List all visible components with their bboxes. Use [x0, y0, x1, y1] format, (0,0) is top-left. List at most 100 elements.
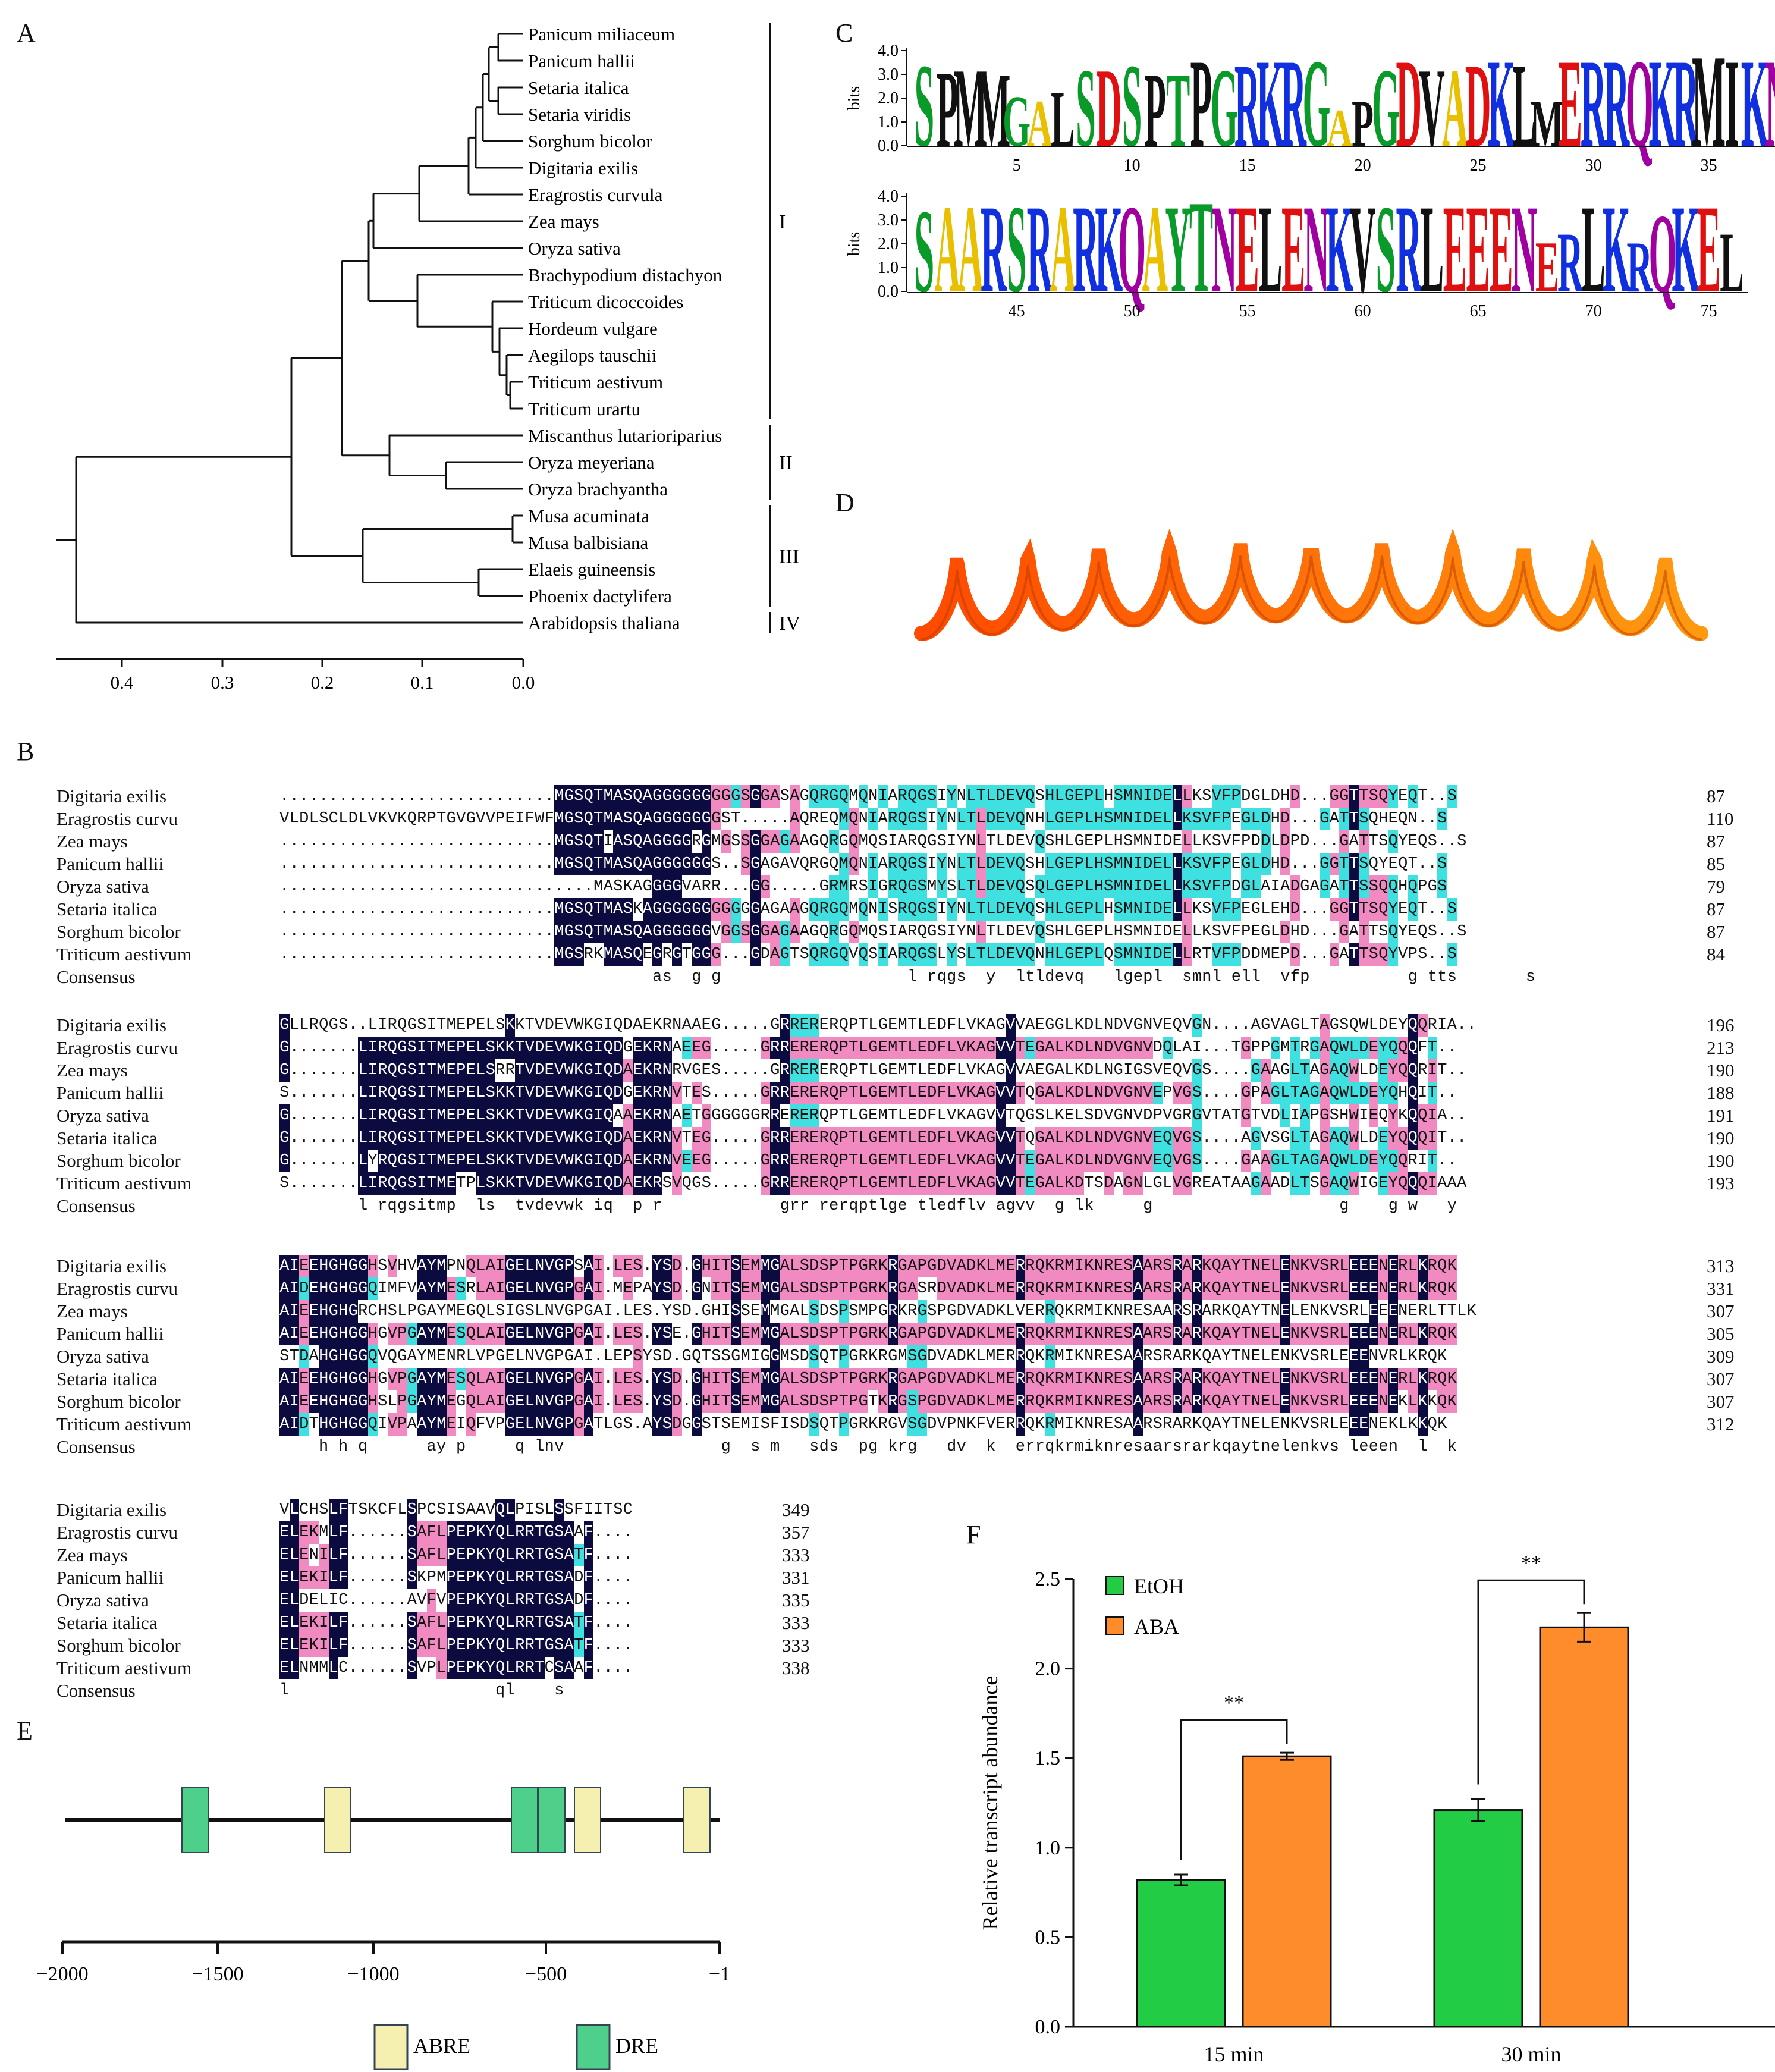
alignment-species-name: Setaria italica — [56, 1128, 158, 1148]
logo-letter: R — [981, 179, 1007, 319]
alignment-sequence: ............................MGSQTMASQAGG… — [279, 853, 1447, 875]
alignment-position-number: 307 — [1707, 1391, 1735, 1412]
logo-x-tick-label: 70 — [1585, 302, 1602, 321]
tree-taxon-label: Digitaria exilis — [528, 158, 638, 178]
logo-y-tick-label: 1.0 — [878, 113, 899, 131]
logo-letter: N — [1303, 179, 1330, 319]
alignment-species-name: Setaria italica — [56, 899, 158, 919]
alignment-species-name: Sorghum bicolor — [56, 921, 181, 942]
logo-letter: S — [1122, 42, 1142, 172]
tree-taxon-label: Musa balbisiana — [528, 532, 649, 553]
logo-letter: D — [1396, 42, 1422, 173]
alignment-sequence: VLDLSCLDLVKVKQRPTGVGVVPEIFWFMGSQTMASQAGG… — [279, 808, 1447, 830]
alignment-position-number: 338 — [782, 1657, 810, 1678]
chart-legend-label: EtOH — [1134, 1574, 1184, 1598]
tree-taxon-label: Zea mays — [528, 211, 599, 232]
alignment-species-name: Eragrostis curvu — [56, 1037, 178, 1058]
alignment-sequence: AIDEHGHGGQIMFVAYMESRLAIGELNVGPGAI.MEPAYS… — [279, 1277, 1457, 1300]
tree-taxon-label: Triticum dicoccoides — [528, 291, 683, 312]
alignment-species-name: Eragrostis curvu — [56, 1522, 178, 1543]
alignment-sequence: G.......LIRQGSITMEPELSKKTVDEVWKGIQDGEKRN… — [279, 1037, 1457, 1059]
significance-mark: ** — [1224, 1692, 1244, 1714]
logo-letter: R — [1557, 215, 1584, 311]
alignment-position-number: 85 — [1707, 853, 1725, 874]
significance-mark: ** — [1521, 1552, 1541, 1574]
logo-letter: R — [1280, 42, 1306, 173]
logo-letter: Q — [1626, 42, 1654, 173]
promoter-scale-tick-label: −1500 — [191, 1963, 243, 1985]
tree-taxon-label: Triticum aestivum — [528, 372, 663, 393]
alignment-position-number: 307 — [1707, 1368, 1735, 1389]
alignment-species-name: Triticum aestivum — [56, 1173, 192, 1194]
logo-letter: L — [1581, 179, 1605, 319]
alignment-sequence: ELEKILF......SAFLPEPKYQLRRTGSATF.... — [279, 1612, 633, 1634]
tree-taxon-label: Oryza meyeriana — [528, 452, 655, 473]
consensus-label: Consensus — [56, 1195, 136, 1216]
alignment-sequence: ELDELIC......AVFVPEPKYQLRRTGSADF.... — [279, 1589, 633, 1612]
logo-letter: S — [915, 42, 935, 172]
logo-x-tick-label: 75 — [1701, 302, 1717, 321]
alignment-position-number: 305 — [1707, 1323, 1735, 1344]
alignment-species-name: Digitaria exilis — [56, 1255, 167, 1276]
alignment-position-number: 87 — [1707, 899, 1725, 919]
alignment-sequence: ............................MGSQTIASQAGG… — [279, 830, 1467, 853]
logo-letter: E — [1466, 179, 1490, 319]
logo-letter: A — [1027, 87, 1053, 161]
alignment-position-number: 213 — [1707, 1037, 1735, 1058]
consensus-sequence: h h q ay p q lnv g s m sds pg krg dv k e… — [279, 1438, 1457, 1456]
logo-x-tick-label: 5 — [1013, 156, 1021, 175]
logo-letter: E — [1489, 179, 1513, 319]
panel-label-b: B — [17, 737, 34, 766]
alignment-position-number: 196 — [1707, 1015, 1735, 1035]
alignment-position-number: 190 — [1707, 1128, 1735, 1148]
alignment-sequence: ELENILF......SAFLPEPKYQLRRTGSATF.... — [279, 1544, 633, 1566]
logo-letter: A — [1050, 179, 1076, 319]
alignment-position-number: 333 — [782, 1612, 810, 1633]
tree-taxon-label: Hordeum vulgare — [528, 318, 658, 339]
logo-y-axis-label: bits — [845, 86, 863, 110]
alignment-sequence: S.......LIRQGSITMETPLSKKTVDEVWKGIQDAEKRS… — [279, 1172, 1467, 1195]
alignment-position-number: 333 — [782, 1635, 810, 1656]
logo-letter: A — [934, 179, 960, 319]
alignment-species-name: Zea mays — [56, 1544, 128, 1565]
logo-y-tick-label: 2.0 — [878, 89, 899, 108]
logo-x-tick-label: 30 — [1585, 156, 1602, 175]
promoter-scale-tick-label: −1000 — [347, 1963, 399, 1985]
promoter-legend-swatch — [576, 2024, 611, 2070]
promoter-legend-label: ABRE — [413, 2034, 470, 2058]
alignment-sequence: ELEKMLF......SAFLPEPKYQLRRTGSAAF.... — [279, 1521, 633, 1544]
tree-scale-tick-label: 0.4 — [111, 672, 134, 693]
alignment-species-name: Triticum aestivum — [56, 1657, 192, 1678]
tree-taxon-label: Aegilops tauschii — [528, 345, 656, 366]
logo-x-tick-label: 50 — [1124, 302, 1141, 321]
logo-y-tick-label: 3.0 — [878, 65, 899, 84]
dre-element — [538, 1787, 566, 1853]
logo-x-tick-label: 25 — [1470, 156, 1487, 175]
chart-bar — [1539, 1626, 1629, 2028]
alignment-sequence: G.......LIRQGSITMEPELSKKTVDEVWKGIQDAEKRN… — [279, 1127, 1467, 1150]
logo-letter: A — [957, 179, 984, 319]
alignment-position-number: 87 — [1707, 921, 1725, 942]
logo-letter: P — [937, 48, 959, 169]
alignment-position-number: 84 — [1707, 944, 1725, 965]
logo-letter: K — [1487, 42, 1515, 173]
logo-x-tick-label: 45 — [1009, 302, 1025, 321]
logo-letter: K — [1603, 179, 1631, 319]
logo-letter: E — [1443, 179, 1467, 319]
alignment-position-number: 79 — [1707, 876, 1725, 897]
logo-letter: R — [1396, 179, 1422, 319]
logo-x-tick-label: 60 — [1355, 302, 1371, 321]
tree-taxon-label: Miscanthus lutarioriparius — [528, 425, 722, 446]
tree-taxon-label: Triticum urartu — [528, 398, 640, 419]
logo-letter: P — [1190, 42, 1212, 173]
chart-y-tick-label: 1.5 — [1035, 1747, 1061, 1769]
alignment-sequence: GLLRQGS..LIRQGSITMEPELSKKTVDEVWKGIQDAEKR… — [279, 1014, 1476, 1037]
logo-letter: K — [1256, 42, 1284, 173]
logo-x-tick-label: 10 — [1124, 156, 1141, 175]
chart-bar — [1433, 1809, 1523, 2028]
logo-letter: R — [1234, 42, 1261, 172]
alignment-sequence: AIEEHGHGGHGVPGAYMESQLAIGELNVGPGAI.LES.YS… — [279, 1368, 1457, 1390]
consensus-label: Consensus — [56, 966, 136, 987]
